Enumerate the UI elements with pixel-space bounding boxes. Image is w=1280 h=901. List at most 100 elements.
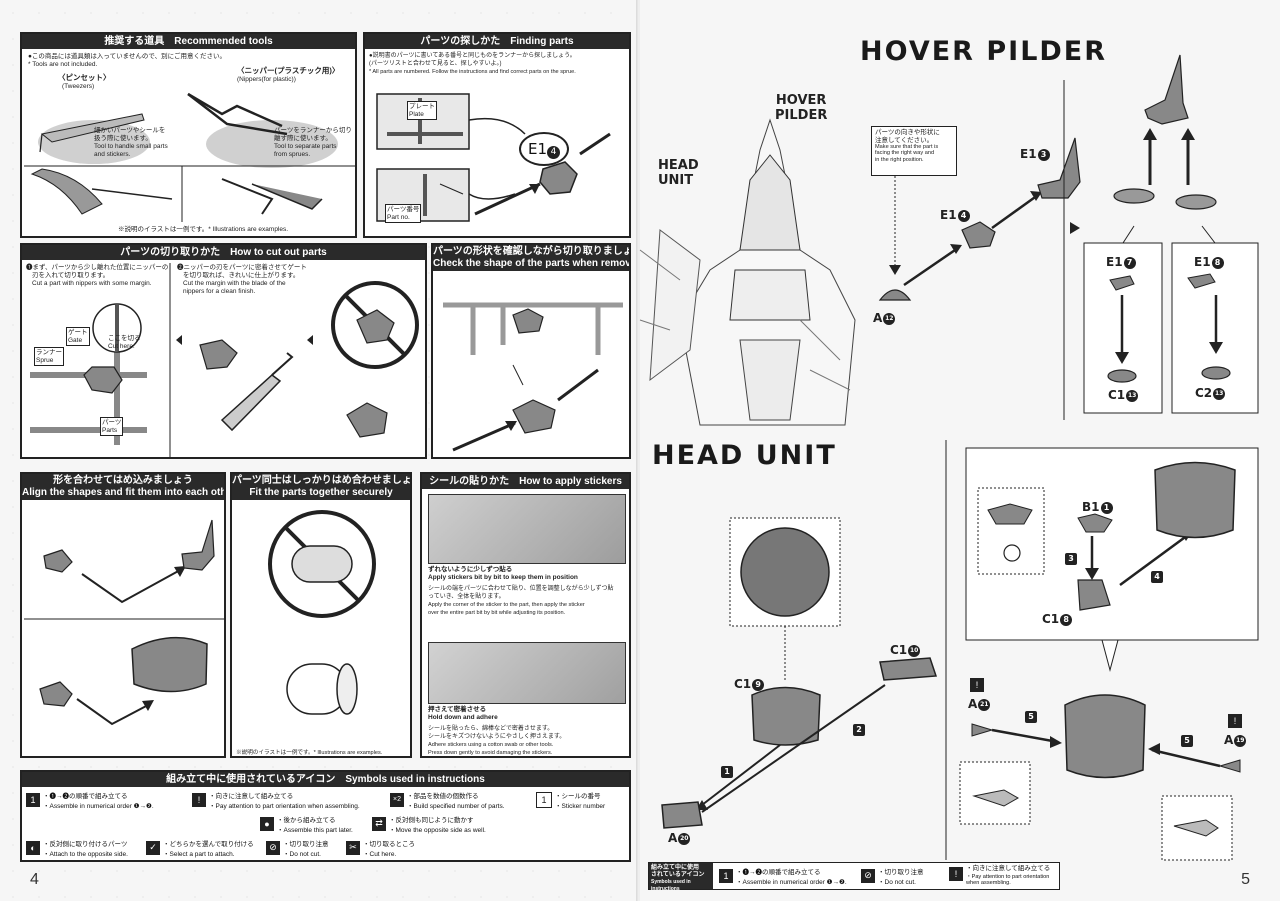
tools-example-note: ※説明のイラストは一例です。* Illustrations are exampl… <box>118 226 289 233</box>
symbol-move-opposite: ⇄ ・反対側も同じように動かす・Move the opposite side a… <box>372 816 486 834</box>
select-part-icon: ✓ <box>146 840 160 855</box>
symbol-0-en: ・Assemble in numerical order ❶→❷. <box>43 802 154 810</box>
step-2-marker: 2 <box>852 722 865 736</box>
partno-label-jp: パーツ番号 <box>387 206 420 213</box>
step-4-marker: 4 <box>1150 569 1163 583</box>
partno-label: パーツ番号 Part no. <box>385 204 422 223</box>
symbol-1-en: ・Pay attention to part orientation when … <box>209 802 360 810</box>
footer-title-jp1: 組み立て中に使用 <box>651 865 700 871</box>
cut-step2-en2: nippers for a clean finish. <box>183 288 256 295</box>
symbol-2-jp: ・部品を数値の個数作る <box>407 792 479 800</box>
check-shape-section: パーツの形状を確認しながら切り取りましょう Check the shape of… <box>431 243 631 459</box>
caution-note-en1: Make sure that the part is <box>875 144 939 150</box>
caution-note-en3: in the right position. <box>875 156 924 163</box>
sticker-tip2-desc-en2: Press down gently to avoid damaging the … <box>428 750 553 756</box>
sticker-tip2-desc-jp2: シールをキズつけないようにやさしく押さえます。 <box>428 734 566 740</box>
symbols-section: 組み立て中に使用されているアイコン Symbols used in instru… <box>20 770 631 862</box>
caution-icon: ! <box>192 792 206 807</box>
caution-icon-a21: ! <box>970 678 984 692</box>
cut-step1-en: Cut a part with nippers with some margin… <box>32 280 152 287</box>
sticker-tip1-desc-jp2: っていき、全体を貼ります。 <box>428 594 505 600</box>
symbol-4-en: ・Assemble this part later. <box>277 826 353 834</box>
cut-here-label: ここを切る Cut here. <box>108 335 141 350</box>
stickers-section: シールの貼りかた How to apply stickers ずれないように少し… <box>420 472 631 758</box>
symbol-9-jp: ・切り取るところ <box>363 840 415 848</box>
footer-symbol-do-not-cut: ⊘ ・切り取り注意・Do not cut. <box>861 868 924 886</box>
nippers-desc-en2: from sprues. <box>274 151 311 158</box>
align-shapes-section: 形を合わせてはめ込みましょう Align the shapes and fit … <box>20 472 226 758</box>
tweezers-desc-jp2: 扱う際に使います。 <box>94 135 152 142</box>
gate-label: ゲート Gate <box>66 327 90 346</box>
footer-title-jp2: されているアイコン <box>651 872 705 878</box>
fit-together-title-jp: パーツ同士はしっかりはめ合わせましょう <box>232 475 410 486</box>
symbol-0-jp: ・❶→❷の順番で組み立てる <box>43 792 128 800</box>
do-not-cut-icon: ⊘ <box>266 840 280 855</box>
head-unit-callout: HEAD UNIT <box>658 158 699 188</box>
finding-desc-jp1: ●説明書のパーツに書いてある番号と同じものをランナーから探しましょう。 <box>369 53 576 59</box>
book-gutter <box>636 0 642 901</box>
sprue-label: ランナー Sprue <box>34 347 64 366</box>
gate-label-jp: ゲート <box>68 329 88 336</box>
hover-pilder-callout-2: PILDER <box>775 108 828 123</box>
align-shapes-title-jp: 形を合わせてはめ込みましょう <box>53 475 193 486</box>
plate-label-en: Plate <box>409 110 424 118</box>
nippers-desc-en1: Tool to separate parts <box>274 143 337 150</box>
cut-illustration <box>30 263 419 457</box>
footer-title-en: Symbols used in instructions <box>651 879 691 892</box>
cut-step2-en1: Cut the margin with the blade of the <box>183 280 286 287</box>
fit-example-note: ※説明のイラストは一例です。* Illustrations are exampl… <box>236 750 383 756</box>
symbol-sticker-number: 1 ・シールの番号・Sticker number <box>536 791 605 810</box>
symbol-5-jp: ・反対側も同じように動かす <box>389 816 474 824</box>
symbol-6-en: ・Attach to the opposite side. <box>43 850 128 858</box>
check-shape-illustration <box>443 302 623 452</box>
check-shape-title-en: Check the shape of the parts when removi… <box>433 258 629 269</box>
symbol-1-jp: ・向きに注意して組み立てる <box>209 792 294 800</box>
symbol-7-en: ・Select a part to attach. <box>163 850 235 858</box>
footer-symbol-2-en2: when assembling. <box>966 879 1011 886</box>
sticker-photo-2 <box>428 642 626 704</box>
check-shape-title: パーツの形状を確認しながら切り取りましょう Check the shape of… <box>433 245 629 271</box>
attach-opposite-icon: ◐ <box>26 840 40 855</box>
symbol-8-jp: ・切り取り注意 <box>283 840 329 848</box>
footer-symbols-bar: 組み立て中に使用 されているアイコン Symbols used in instr… <box>648 862 1060 892</box>
step-3-marker: 3 <box>1064 551 1077 565</box>
step-5-marker-left: 5 <box>1024 709 1037 723</box>
robot-illustration: HEAD UNIT <box>639 118 860 426</box>
footer-symbol-0-jp: ・❶→❷の順番で組み立てる <box>736 868 821 876</box>
partno-label-en: Part no. <box>387 213 410 221</box>
parts-label: パーツ Parts <box>100 417 124 436</box>
symbol-attach-opposite: ◐ ・反対側に取り付けるパーツ・Attach to the opposite s… <box>26 840 128 858</box>
symbol-2-en: ・Build specified number of parts. <box>407 802 505 810</box>
symbol-assemble-order: 1 ・❶→❷の順番で組み立てる・Assemble in numerical or… <box>26 792 154 810</box>
tweezers-label-en: (Tweezers) <box>62 83 95 90</box>
head-unit-callout-2: UNIT <box>658 173 694 188</box>
sprue-label-en: Sprue <box>36 356 54 364</box>
left-page: 推奨する道具 Recommended tools ●この商品には道具類は入ってい… <box>0 0 638 901</box>
symbol-do-not-cut: ⊘ ・切り取り注意・Do not cut. <box>266 840 329 858</box>
footer-symbols-title: 組み立て中に使用 されているアイコン Symbols used in instr… <box>649 863 713 892</box>
head-unit-diagram <box>661 440 1259 861</box>
tools-note-en: * Tools are not included. <box>28 61 98 68</box>
caution-note-jp1: パーツの向きや形状に <box>875 129 940 136</box>
hover-pilder-callout: HOVER PILDER <box>775 93 827 123</box>
cut-parts-section: パーツの切り取りかた How to cut out parts ❶まず、パーツか… <box>20 243 427 459</box>
fit-together-illustration <box>268 510 376 715</box>
footer-symbol-1-jp: ・切り取り注意 <box>878 868 924 876</box>
footer-symbol-2-en1: ・Pay attention to part orientation <box>966 873 1050 880</box>
nippers-label-en: (Nippers(for plastic)) <box>237 76 296 83</box>
cut-step2-jp1: ❷ニッパーの刃をパーツに密着させてゲート <box>177 264 307 271</box>
tweezers-desc-en2: and stickers. <box>94 151 131 158</box>
symbol-9-en: ・Cut here. <box>363 850 397 858</box>
caution-icon-a19: ! <box>1228 714 1242 728</box>
finding-parts-section: パーツの探しかた Finding parts ●説明書のパーツに書いてある番号と… <box>363 32 631 238</box>
gate-label-en: Gate <box>68 336 83 344</box>
assemble-later-icon: ● <box>260 816 274 831</box>
symbol-assemble-later: ● ・後から組み立てる・Assemble this part later. <box>260 816 353 834</box>
